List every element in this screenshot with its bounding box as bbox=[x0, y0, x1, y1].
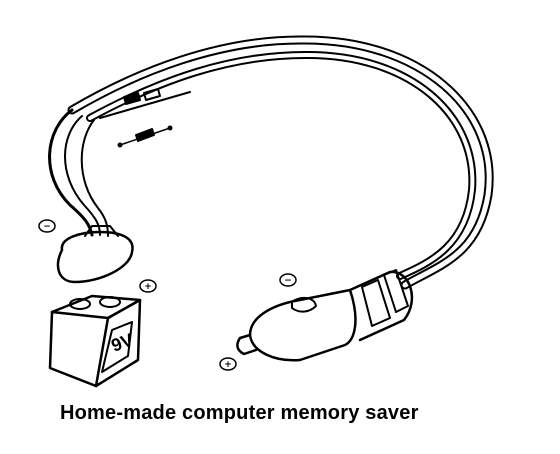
battery-9v bbox=[48, 294, 142, 388]
cigar-lighter-plug bbox=[236, 269, 414, 362]
connector-minus-label: − bbox=[43, 222, 51, 232]
battery-plus-label: + bbox=[144, 282, 152, 292]
polarity-markers bbox=[38, 219, 297, 371]
cable-loop bbox=[67, 35, 494, 290]
resistor-component bbox=[117, 125, 173, 148]
plug-tip-plus-label: + bbox=[224, 360, 232, 370]
diagram-caption: Home-made computer memory saver bbox=[60, 402, 419, 424]
battery-snap-connector bbox=[56, 225, 134, 284]
plug-minus-label: − bbox=[284, 276, 292, 286]
connector-wires bbox=[48, 108, 109, 237]
diode-component bbox=[99, 88, 191, 119]
battery-label: 9V bbox=[109, 329, 137, 355]
